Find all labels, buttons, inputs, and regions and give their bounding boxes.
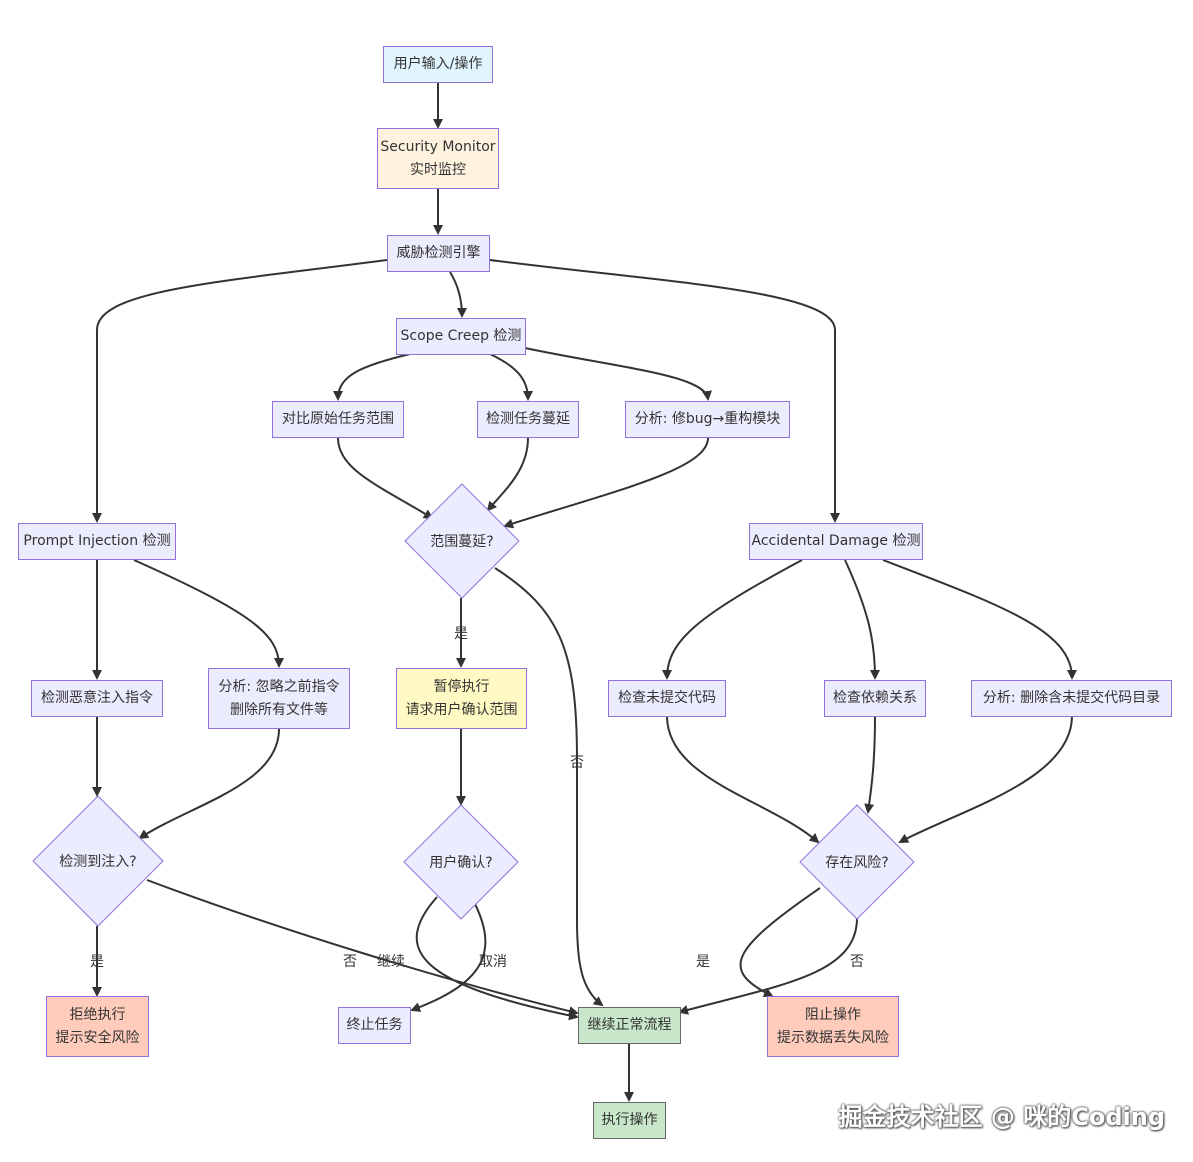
node-analysis-ignore[interactable]: 分析: 忽略之前指令 删除所有文件等	[208, 668, 350, 729]
edge-acc-deps	[844, 559, 880, 680]
node-analysis-delete[interactable]: 分析: 删除含未提交代码目录	[971, 680, 1172, 717]
node-execute-op-label: 执行操作	[601, 1112, 658, 1128]
node-terminate-label: 终止任务	[346, 1017, 403, 1033]
edge-label-scope-no: 否	[570, 755, 584, 771]
edge-engine-prompt	[92, 259, 388, 523]
edge-risk-yes	[739, 887, 821, 997]
edge-label-scope-yes: 是	[454, 626, 468, 642]
edge-analysis-decision	[503, 437, 709, 529]
node-prompt-injection[interactable]: Prompt Injection 检测	[18, 523, 176, 560]
node-block-op-line2: 提示数据丢失风险	[777, 1029, 889, 1046]
edge-label-confirm-cancel: 取消	[479, 954, 507, 970]
node-compare-scope[interactable]: 对比原始任务范围	[272, 401, 404, 438]
decision-user-confirm-label: 用户确认?	[429, 855, 493, 871]
node-pause-exec-line1: 暂停执行	[433, 678, 490, 695]
node-reject-exec-line2: 提示安全风险	[55, 1029, 140, 1046]
edge-prompt-analysis	[133, 559, 284, 668]
node-accidental-damage[interactable]: Accidental Damage 检测	[749, 523, 923, 560]
node-compare-scope-label: 对比原始任务范围	[282, 411, 394, 427]
edge-risk-no	[678, 917, 858, 1015]
decision-injection[interactable]: 检测到注入?	[32, 795, 164, 927]
edge-analysis-decision2	[138, 728, 280, 840]
node-accidental-damage-label: Accidental Damage 检测	[751, 533, 921, 549]
decision-scope-creep[interactable]: 范围蔓延?	[404, 483, 520, 599]
node-analysis-delete-label: 分析: 删除含未提交代码目录	[982, 690, 1161, 706]
node-security-monitor[interactable]: Security Monitor 实时监控	[377, 128, 499, 189]
node-threat-engine[interactable]: 威胁检测引擎	[387, 235, 490, 272]
edge-label-inj-yes: 是	[90, 954, 104, 970]
edge-acc-analysis	[882, 559, 1077, 680]
node-block-op-line1: 阻止操作	[805, 1006, 861, 1023]
node-block-op[interactable]: 阻止操作 提示数据丢失风险	[767, 996, 899, 1057]
node-analysis-ignore-line1: 分析: 忽略之前指令	[218, 678, 340, 695]
edge-scope-analysis	[524, 347, 712, 401]
node-analysis-ignore-line2: 删除所有文件等	[230, 701, 328, 718]
edge-label-risk-no: 否	[850, 954, 864, 970]
edge-scope-detect	[489, 353, 533, 401]
node-reject-exec[interactable]: 拒绝执行 提示安全风险	[46, 996, 149, 1057]
node-check-uncommitted[interactable]: 检查未提交代码	[608, 680, 726, 717]
decision-risk-shape	[799, 804, 915, 920]
edge-confirm-continue	[415, 896, 579, 1021]
node-user-input-label: 用户输入/操作	[393, 56, 483, 72]
edge-scope-compare	[333, 353, 411, 401]
node-reject-exec-line1: 拒绝执行	[69, 1006, 126, 1023]
edge-analysis-risk	[898, 715, 1073, 843]
node-analysis-refactor-label: 分析: 修bug→重构模块	[634, 411, 781, 427]
watermark: 掘金技术社区 @ 咪的Coding	[838, 1103, 1165, 1131]
node-security-monitor-line2: 实时监控	[410, 161, 466, 178]
edge-compare-decision	[337, 437, 434, 520]
node-check-uncommitted-label: 检查未提交代码	[618, 690, 716, 706]
decision-injection-shape	[32, 795, 164, 927]
edge-scope-no	[494, 567, 604, 1007]
node-check-deps-label: 检查依赖关系	[833, 690, 917, 706]
node-scope-creep-label: Scope Creep 检测	[400, 328, 522, 344]
node-detect-malicious-label: 检测恶意注入指令	[41, 690, 153, 706]
node-analysis-refactor[interactable]: 分析: 修bug→重构模块	[625, 401, 790, 438]
edge-detect-decision	[486, 437, 529, 512]
edge-uncommitted-risk	[666, 715, 820, 844]
node-terminate[interactable]: 终止任务	[338, 1007, 411, 1044]
node-continue-flow[interactable]: 继续正常流程	[578, 1007, 681, 1044]
node-detect-malicious[interactable]: 检测恶意注入指令	[31, 680, 163, 717]
node-detect-creep-label: 检测任务蔓延	[486, 411, 570, 427]
node-prompt-injection-label: Prompt Injection 检测	[23, 533, 171, 549]
decision-scope-creep-label: 范围蔓延?	[430, 534, 494, 550]
edge-label-confirm-continue: 继续	[377, 954, 405, 970]
edge-engine-accidental	[489, 259, 840, 523]
node-pause-exec-line2: 请求用户确认范围	[405, 701, 518, 718]
node-security-monitor-line1: Security Monitor	[380, 138, 496, 155]
decision-user-confirm-shape	[403, 804, 519, 920]
edge-inj-no	[146, 879, 579, 1016]
decision-user-confirm[interactable]: 用户确认?	[403, 804, 519, 920]
node-continue-flow-label: 继续正常流程	[587, 1017, 672, 1033]
decision-risk[interactable]: 存在风险?	[799, 804, 915, 920]
decision-risk-label: 存在风险?	[825, 855, 889, 871]
node-scope-creep[interactable]: Scope Creep 检测	[396, 318, 526, 355]
node-user-input[interactable]: 用户输入/操作	[383, 46, 493, 83]
node-threat-engine-label: 威胁检测引擎	[396, 245, 481, 261]
node-detect-creep[interactable]: 检测任务蔓延	[477, 401, 579, 438]
edge-deps-risk	[864, 715, 876, 814]
edge-engine-scope	[449, 271, 467, 318]
decision-scope-creep-shape	[404, 483, 520, 599]
decision-injection-label: 检测到注入?	[59, 854, 137, 870]
node-pause-exec[interactable]: 暂停执行 请求用户确认范围	[396, 668, 527, 729]
node-execute-op[interactable]: 执行操作	[593, 1102, 666, 1139]
edge-label-inj-no: 否	[343, 954, 357, 970]
edge-label-risk-yes: 是	[696, 954, 710, 970]
node-check-deps[interactable]: 检查依赖关系	[824, 680, 926, 717]
edge-confirm-cancel	[410, 903, 487, 1012]
edge-acc-uncommitted	[662, 559, 803, 680]
